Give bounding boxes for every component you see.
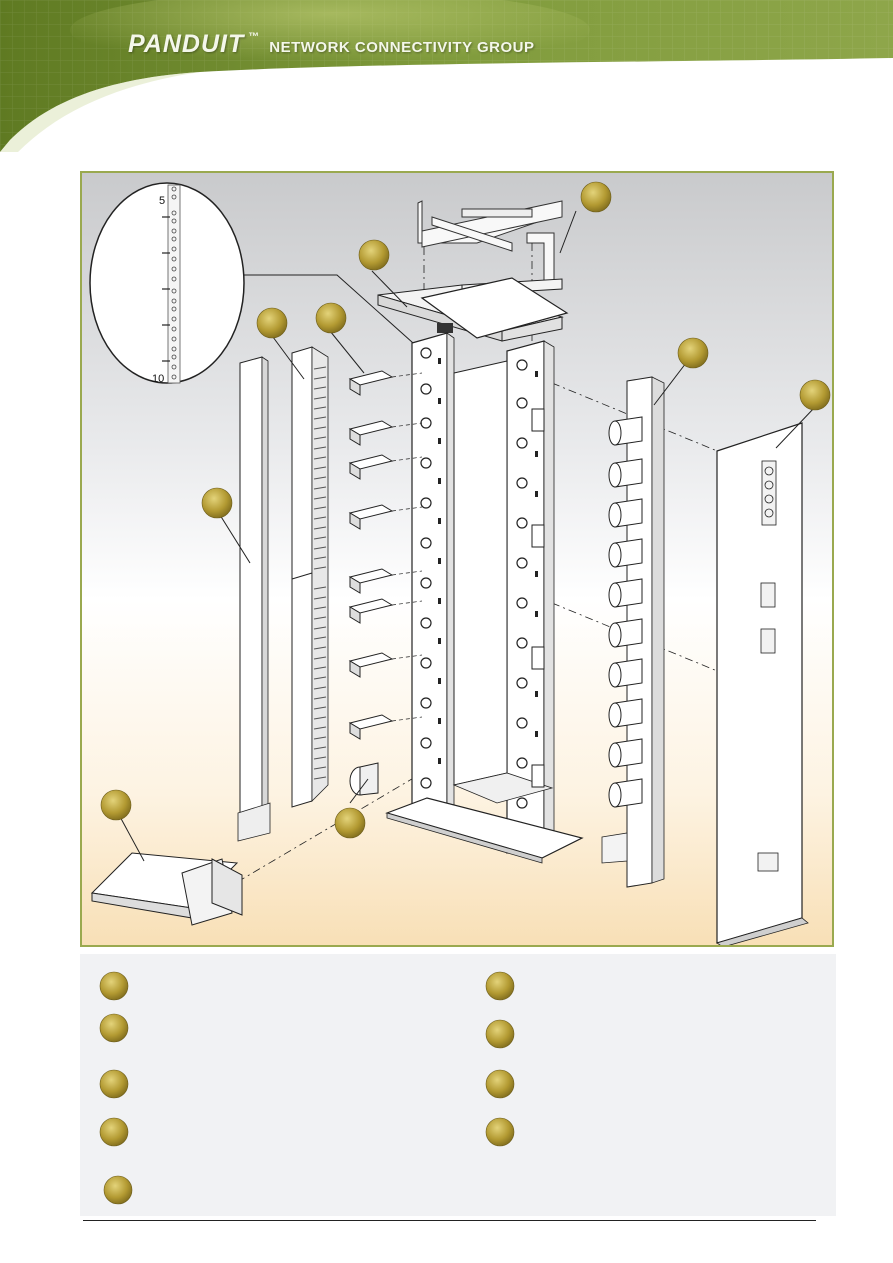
footer-divider xyxy=(83,1220,816,1221)
rack-shelf xyxy=(90,852,243,926)
header-banner xyxy=(0,0,893,152)
callout-bubble xyxy=(256,307,288,339)
top-bracket xyxy=(417,200,563,286)
callout-bubble xyxy=(358,239,390,271)
horizontal-cable-rings xyxy=(348,370,394,740)
legend-bullet xyxy=(485,1019,515,1049)
legend-bullet xyxy=(99,1069,129,1099)
detail-inset: 5 10 xyxy=(89,182,245,385)
inset-tick-label-10: 10 xyxy=(152,373,164,385)
brand-header: PANDUIT ™ NETWORK CONNECTIVITY GROUP xyxy=(128,30,535,60)
callout-bubble xyxy=(580,181,612,213)
callout-bubbles xyxy=(100,181,831,839)
legend-bullet xyxy=(99,971,129,1001)
legend-bullets-right xyxy=(485,971,515,1147)
legend-bullets-left xyxy=(99,971,133,1205)
callout-bubble xyxy=(100,789,132,821)
legend-bullet xyxy=(485,1117,515,1147)
brand-group-name: NETWORK CONNECTIVITY GROUP xyxy=(269,39,535,56)
legend-bullet xyxy=(485,971,515,1001)
exploded-rack-diagram: 5 10 xyxy=(80,171,834,947)
callout-bubble xyxy=(334,807,366,839)
legend-bullet xyxy=(99,1013,129,1043)
callout-bubble xyxy=(677,337,709,369)
brand-name: PANDUIT xyxy=(128,30,245,58)
vertical-cable-manager-slotted xyxy=(291,346,329,808)
vertical-spool-manager xyxy=(601,376,665,888)
legend-bullet xyxy=(103,1175,133,1205)
legend-bullet xyxy=(99,1117,129,1147)
parts-legend xyxy=(80,954,836,1216)
callout-bubble xyxy=(315,302,347,334)
rack-frame xyxy=(385,277,584,864)
callout-bubble xyxy=(799,379,831,411)
vertical-filler-panel xyxy=(237,356,271,842)
inset-tick-label-5: 5 xyxy=(159,195,165,207)
side-panel xyxy=(716,422,809,945)
callout-bubble xyxy=(201,487,233,519)
cable-spool xyxy=(349,762,379,796)
legend-bullet xyxy=(485,1069,515,1099)
brand-trademark: ™ xyxy=(248,31,260,43)
